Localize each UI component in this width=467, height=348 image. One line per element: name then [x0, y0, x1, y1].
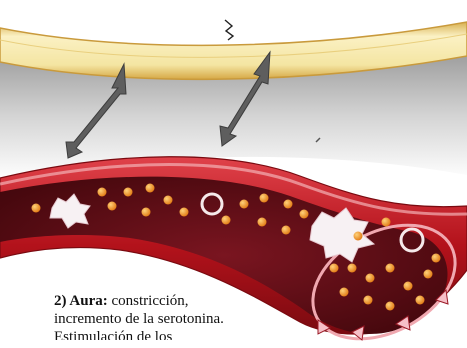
caption-line-2: incremento de la serotonina.: [54, 310, 354, 328]
caption-line-1-rest: constricción,: [112, 293, 189, 309]
caption-line-1: 2) Aura: constricción,: [54, 292, 354, 310]
caption-line-3: Estimulación de los: [54, 328, 354, 340]
caption-text: 2) Aura: constricción, incremento de la …: [54, 292, 354, 340]
caption-heading: 2) Aura:: [54, 293, 108, 309]
crack-icon: [225, 20, 233, 40]
